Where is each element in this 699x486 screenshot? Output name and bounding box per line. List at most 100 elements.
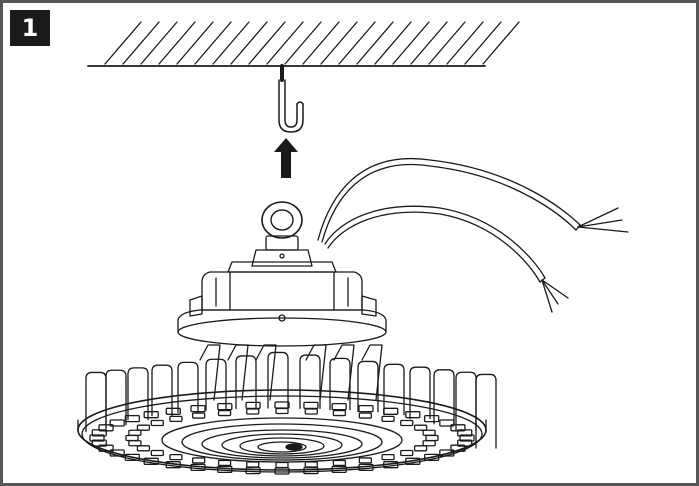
led-cell (136, 445, 151, 452)
led-cell (304, 408, 318, 415)
led-cell (246, 461, 260, 468)
led-cell (439, 449, 455, 457)
hatch-line (248, 21, 286, 65)
led-cell (192, 457, 206, 464)
hook-icon (278, 64, 304, 133)
led-cell (381, 415, 395, 423)
hatch-line (104, 21, 142, 65)
led-cell (143, 457, 159, 465)
led-cell (400, 419, 414, 427)
heat-sink-fin (151, 364, 173, 417)
led-cell (169, 453, 183, 461)
hatch-line (356, 21, 394, 65)
led-cell (422, 440, 436, 447)
heat-sink-fin (409, 366, 431, 420)
led-cell (332, 459, 347, 467)
heat-sink-fin (357, 360, 379, 413)
hatch-line (302, 21, 340, 65)
hatch-line (176, 21, 214, 65)
hatch-line (374, 21, 412, 65)
led-ring-inner (125, 407, 439, 469)
ceiling-hatch (87, 21, 520, 67)
led-cell (128, 429, 142, 436)
led-cell (217, 459, 232, 467)
hatch-line (158, 21, 196, 65)
led-cell (424, 414, 440, 423)
led-cell (358, 463, 374, 472)
led-cell (381, 453, 395, 461)
inner-fin (305, 344, 327, 401)
led-cell (424, 453, 440, 462)
led-cell (405, 411, 421, 419)
led-cell (274, 401, 290, 409)
led-cell (217, 465, 233, 474)
heat-sink-fin (433, 369, 455, 425)
step-number-badge: 1 (10, 10, 50, 46)
heat-sink-fin (105, 369, 127, 426)
led-cell (303, 401, 319, 410)
led-cell (109, 449, 125, 457)
led-cell (245, 401, 261, 410)
ceiling-hatch-lines (104, 21, 520, 65)
hatch-line (122, 21, 160, 65)
led-cell (190, 463, 206, 472)
inner-fin (255, 344, 277, 401)
heat-sink-fin (267, 351, 289, 409)
led-cell (275, 461, 289, 469)
heat-sink-fins (85, 344, 497, 449)
up-arrow-icon (274, 138, 298, 178)
led-cell (425, 434, 439, 442)
led-cell (246, 408, 260, 415)
hatch-line (230, 21, 268, 65)
led-cell (358, 404, 374, 413)
led-cell (190, 404, 206, 413)
heat-sink-fin (455, 371, 477, 432)
hatch-line (446, 21, 484, 65)
led-cell (457, 429, 473, 437)
led-cell (124, 453, 140, 462)
led-cell (128, 440, 142, 447)
led-cell (165, 407, 181, 415)
led-cell (450, 444, 466, 452)
inner-fin (361, 344, 383, 401)
hatch-line (392, 21, 430, 65)
hatch-line (194, 21, 232, 65)
led-cell (383, 461, 399, 469)
led-cell (91, 439, 107, 447)
led-cell (422, 429, 436, 436)
led-cell (303, 466, 319, 475)
led-cell (358, 412, 372, 419)
led-cell (405, 457, 421, 465)
led-cell (274, 467, 290, 475)
led-cell (459, 434, 475, 442)
inner-fin (227, 344, 249, 401)
led-cell (358, 457, 372, 464)
hatch-line (140, 21, 178, 65)
hatch-line (338, 21, 376, 65)
led-cell (400, 449, 414, 457)
led-cell (89, 434, 105, 442)
led-cell (165, 461, 181, 469)
led-cell (98, 424, 114, 432)
heat-sink-fin (85, 371, 107, 433)
led-cell (275, 407, 289, 415)
hatch-line (428, 21, 466, 65)
inner-fin (333, 344, 355, 401)
hatch-line (266, 21, 304, 65)
led-cell (143, 411, 159, 419)
heat-sink-fin (177, 361, 199, 414)
heat-sink-fin (475, 373, 497, 449)
led-base-plate (77, 389, 487, 475)
led-cell (150, 449, 164, 457)
led-cell (383, 407, 399, 415)
eye-bolt (251, 201, 313, 267)
heat-sink-fin (329, 357, 351, 411)
led-cell (413, 445, 428, 452)
led-cell (439, 419, 455, 427)
led-cell (125, 434, 139, 442)
led-cell (331, 402, 347, 411)
hatch-line (464, 21, 502, 65)
hatch-line (482, 21, 520, 65)
led-cell (413, 424, 428, 431)
